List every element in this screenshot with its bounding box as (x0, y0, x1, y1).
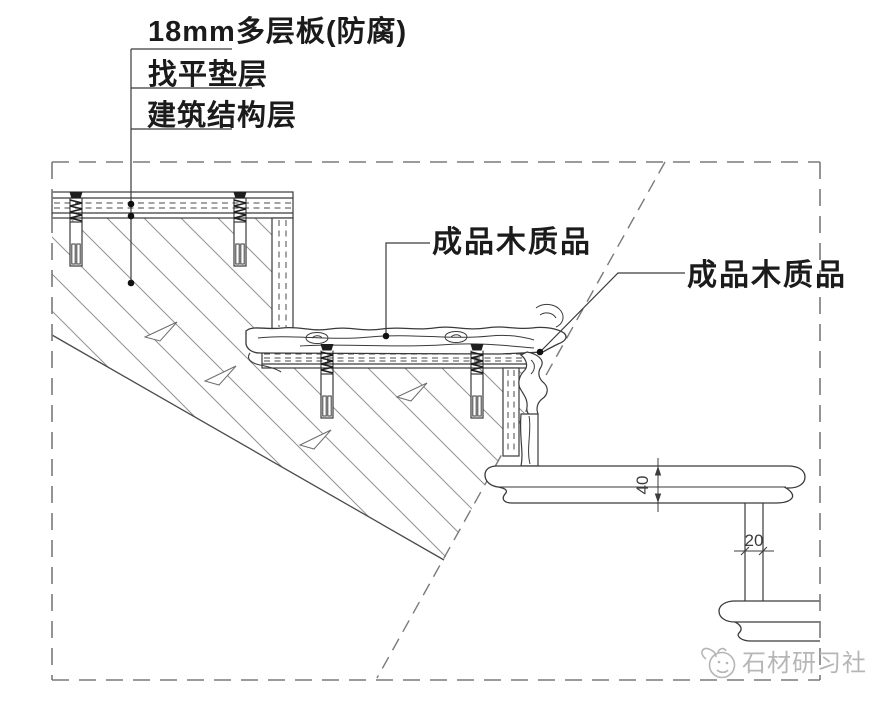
watermark: 石材研习社 (701, 647, 867, 679)
leader-dot (382, 332, 390, 340)
lower-step-tread (484, 465, 806, 504)
label-finished-wood-2: 成品木质品 (687, 259, 847, 292)
leader-dot (127, 212, 135, 220)
leader-dot (536, 348, 544, 356)
concrete-triangle-symbol (203, 365, 237, 386)
dimension-riser-width (734, 546, 774, 556)
drawing-border (51, 161, 821, 681)
label-leveling-layer: 找平垫层 (148, 58, 268, 91)
leader-dot (127, 279, 135, 287)
label-plywood-18mm: 18mm多层板(防腐) (148, 15, 407, 48)
label-finished-wood-1: 成品木质品 (432, 226, 592, 259)
dimension-tread-thickness (648, 458, 668, 512)
bottom-step-tread (718, 600, 820, 642)
concrete-structure-hatch (51, 218, 549, 561)
concrete-triangle-symbol (395, 382, 428, 402)
middle-step-riser-board (502, 367, 520, 457)
leader-dot (127, 200, 135, 208)
top-step-board (51, 191, 294, 219)
stair-soffit-line (51, 334, 445, 561)
dim-value-40: 40 (633, 476, 652, 495)
watermark-text: 石材研习社 (742, 650, 867, 677)
wood-product-leader-2 (536, 272, 685, 356)
concrete-triangle-symbol (298, 429, 332, 450)
label-structure-layer: 建筑结构层 (147, 99, 297, 132)
riser-face-board (519, 413, 539, 467)
chick-doodle-icon (701, 647, 736, 679)
concrete-triangle-symbol (143, 321, 178, 342)
wood-knot (444, 331, 468, 343)
dim-value-20: 20 (745, 531, 764, 550)
top-step-riser-board (271, 217, 294, 330)
lower-step-riser-board (744, 503, 764, 601)
wood-product-leader-1 (382, 242, 430, 340)
layer-callout-leader (127, 48, 252, 287)
wood-knot (305, 332, 329, 344)
